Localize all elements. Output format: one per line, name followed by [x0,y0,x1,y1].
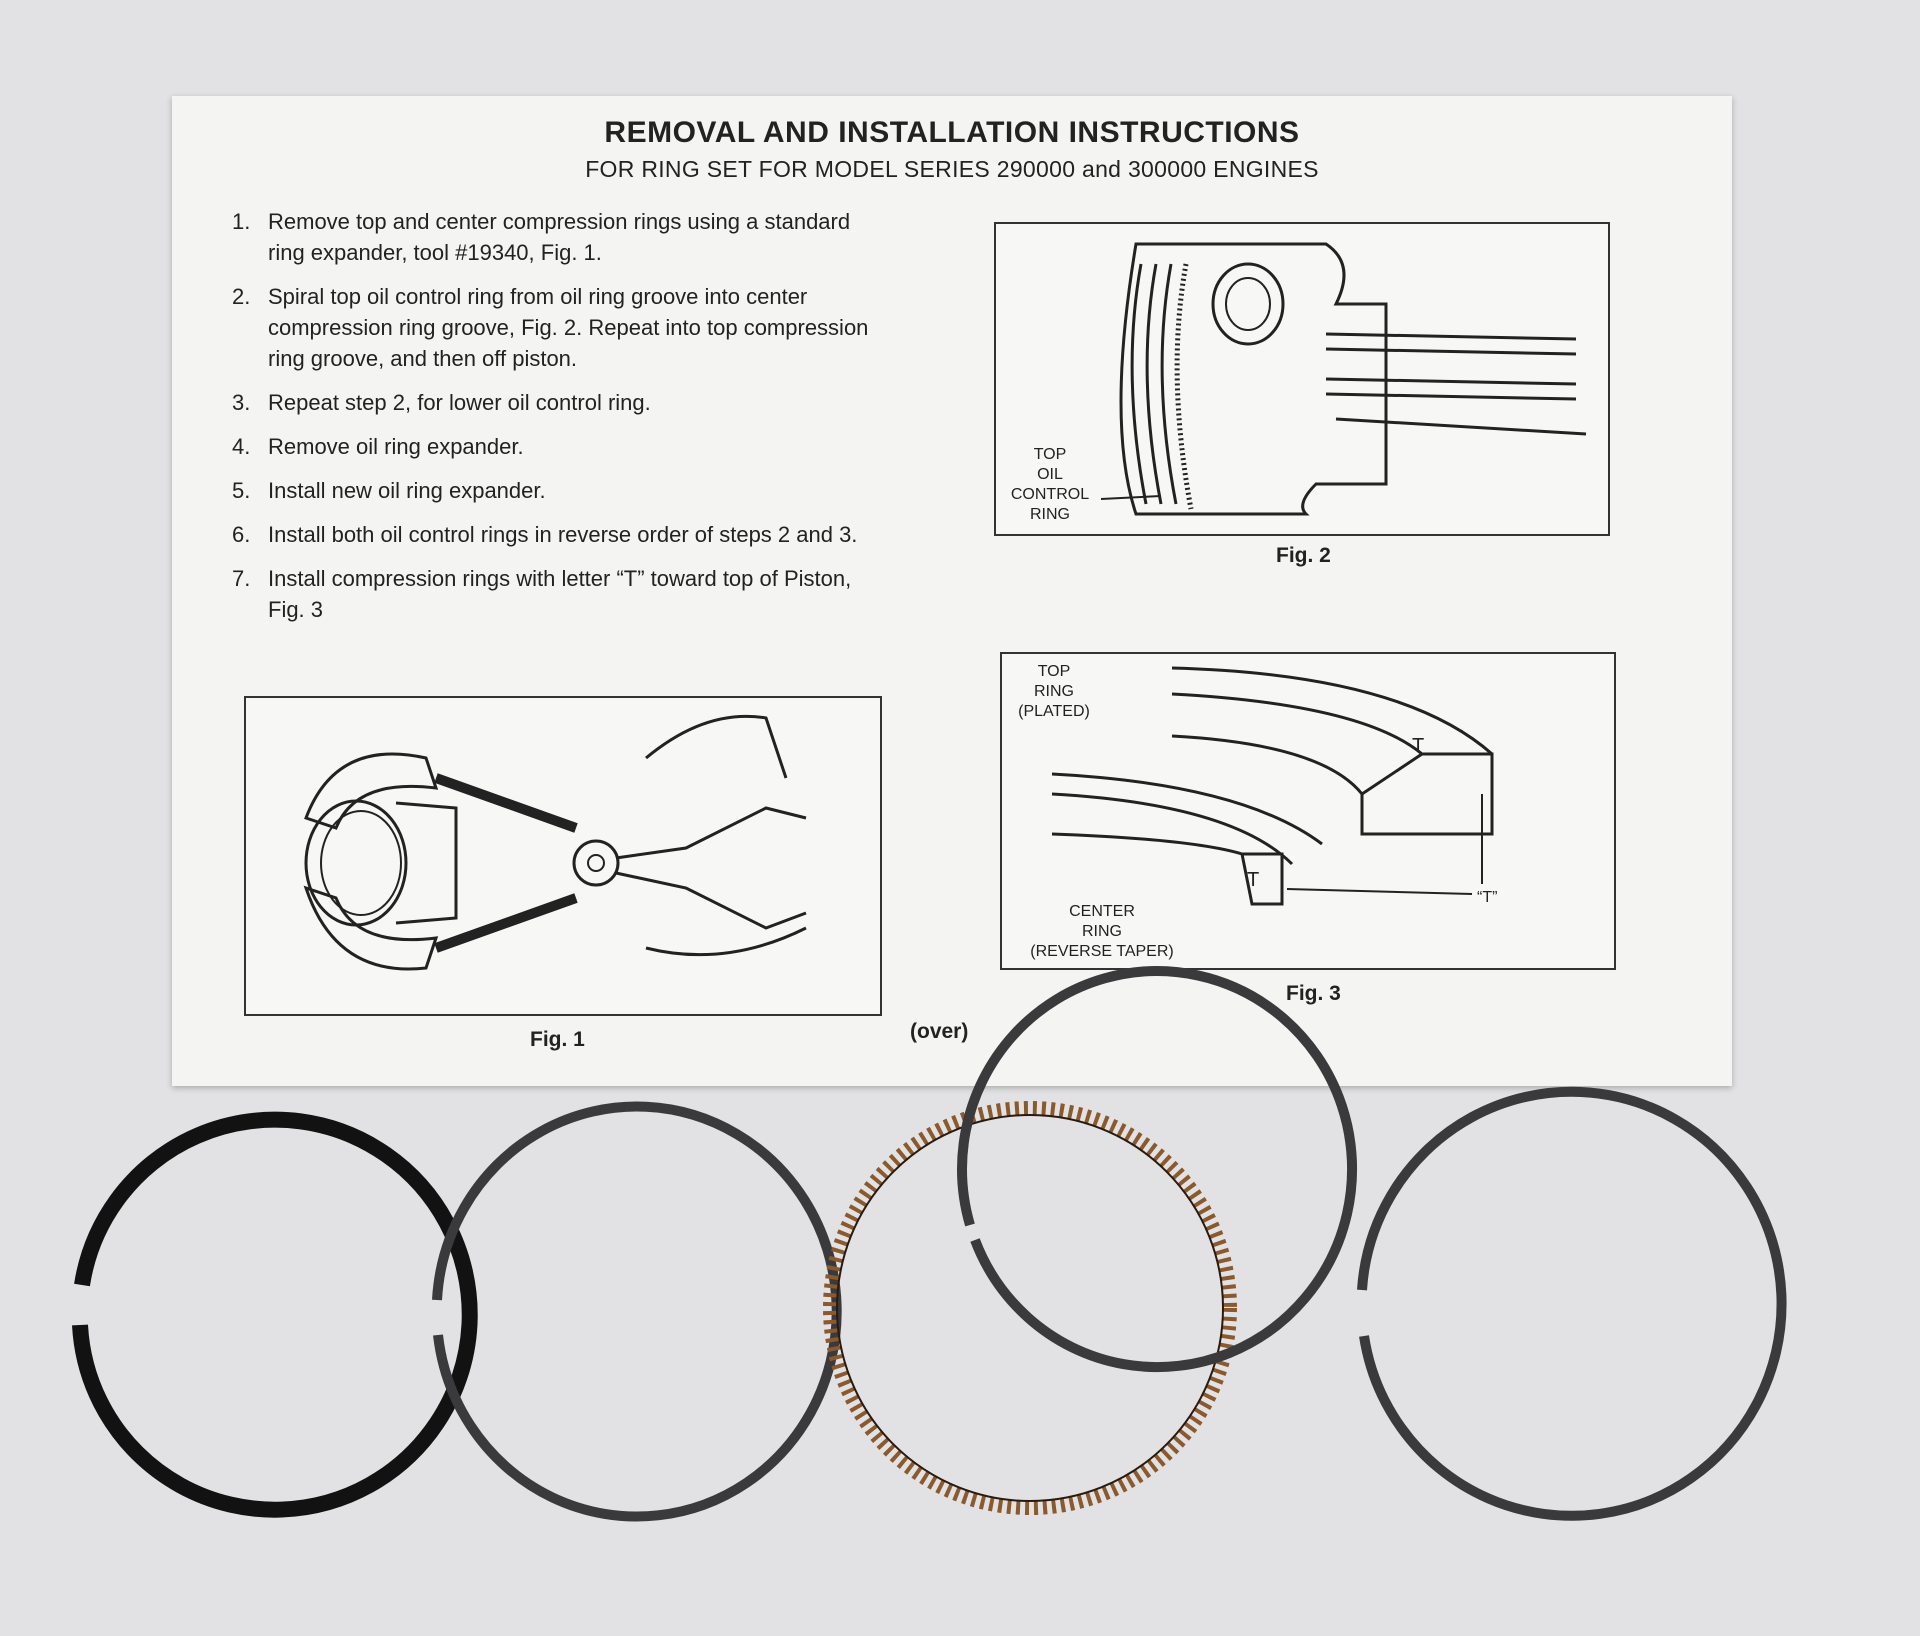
center-compression-ring [432,1101,842,1522]
step-number: 2. [232,284,251,309]
fig2-illustration: TOP OIL CONTROL RING [994,222,1610,536]
step-text: Install new oil ring expander. [268,478,546,503]
fig3-center-label-line: CENTER [1069,903,1135,920]
center-ring-letter: T [1247,869,1259,891]
fig1-illustration [244,696,882,1016]
step-text: Remove top and center compression rings … [268,209,851,265]
fig3-top-label-line: (PLATED) [1018,703,1090,720]
fig1-drawing [303,714,807,971]
step-item: 1. Remove top and center compression rin… [232,206,882,268]
fig1-caption: Fig. 1 [530,1028,585,1051]
step-text: Repeat step 2, for lower oil control rin… [268,390,651,415]
fig3-illustration: T T “T” TOP RING (PLATED) CENTER RING (R… [1000,652,1616,970]
step-number: 4. [232,434,251,459]
fig3-drawing: T T “T” TOP RING (PLATED) CENTER RING (R… [1018,663,1497,960]
step-text: Install both oil control rings in revers… [268,522,858,547]
fig2-caption: Fig. 2 [1276,544,1331,567]
fig2-label-line: OIL [1037,466,1063,483]
fig2-drawing: TOP OIL CONTROL RING [1011,242,1587,523]
step-text: Install compression rings with letter “T… [268,566,852,622]
fig3-top-label-line: TOP [1038,663,1071,680]
step-item: 4. Remove oil ring expander. [232,431,882,462]
fig3-center-label-line: RING [1082,923,1122,940]
fig2-label-line: CONTROL [1011,486,1089,503]
fig2-label-line: TOP [1034,446,1067,463]
fig3-top-label-line: RING [1034,683,1074,700]
oil-ring-expander-edge [836,1114,1224,1502]
top-ring-letter: T [1412,735,1424,757]
step-text: Remove oil ring expander. [268,434,524,459]
lower-oil-control-ring [1357,1086,1787,1521]
step-item: 7. Install compression rings with letter… [232,563,882,625]
instruction-steps: 1. Remove top and center compression rin… [232,206,882,638]
step-item: 5. Install new oil ring expander. [232,475,882,506]
oil-ring-expander [823,1101,1237,1515]
top-compression-ring [72,1111,478,1518]
step-item: 2. Spiral top oil control ring from oil … [232,281,882,374]
fig3-t-label: “T” [1477,889,1497,906]
sheet-subtitle: FOR RING SET FOR MODEL SERIES 290000 and… [585,156,1319,182]
step-number: 3. [232,390,251,415]
step-number: 6. [232,522,251,547]
step-text: Spiral top oil control ring from oil rin… [268,284,869,371]
sheet-title: REMOVAL AND INSTALLATION INSTRUCTIONS [604,116,1300,149]
instruction-sheet: REMOVAL AND INSTALLATION INSTRUCTIONS FO… [172,96,1732,1086]
over-label: (over) [910,1020,969,1043]
fig3-center-label-line: (REVERSE TAPER) [1030,943,1173,960]
fig2-label-line: RING [1030,506,1070,523]
fig3-caption: Fig. 3 [1286,982,1341,1005]
step-item: 3. Repeat step 2, for lower oil control … [232,387,882,418]
step-number: 5. [232,478,251,503]
step-number: 7. [232,566,251,591]
step-number: 1. [232,209,251,234]
step-item: 6. Install both oil control rings in rev… [232,519,882,550]
